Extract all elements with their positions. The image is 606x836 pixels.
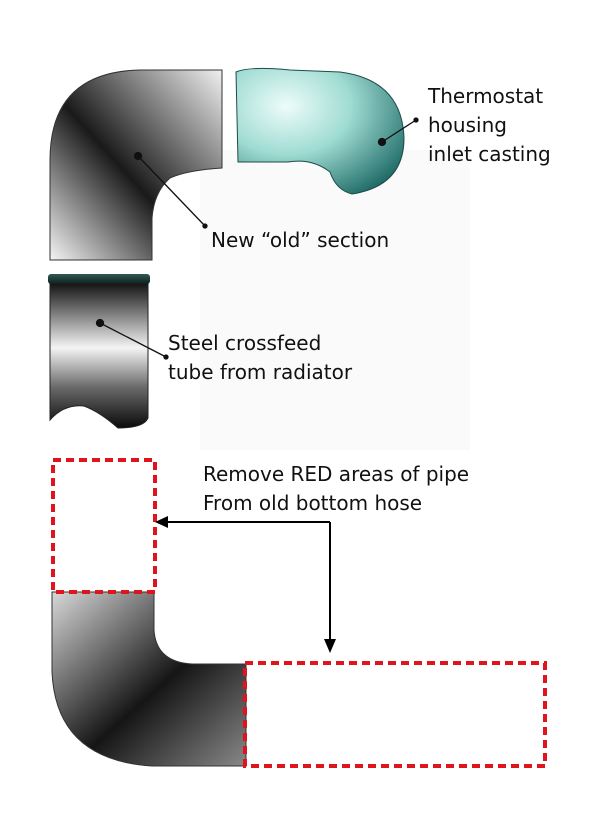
pointer-arrows xyxy=(166,521,331,640)
new-old-section-elbow xyxy=(49,69,223,261)
tube-end-lip xyxy=(48,274,150,284)
instruction-line2: From old bottom hose xyxy=(203,491,422,515)
thermostat-label-line2: housing xyxy=(428,113,507,137)
thermostat-label-line1: Thermostat xyxy=(427,84,543,108)
remove-area-right xyxy=(243,661,547,768)
steel-tube-label-line2: tube from radiator xyxy=(168,360,353,384)
instruction-line1: Remove RED areas of pipe xyxy=(203,462,469,486)
steel-tube-label-line1: Steel crossfeed xyxy=(168,331,321,355)
background-artifact xyxy=(200,150,470,450)
thermostat-label-line3: inlet casting xyxy=(428,142,551,166)
leader-lines xyxy=(95,117,419,360)
thermostat-housing-casting xyxy=(235,67,405,195)
new-old-section-label: New “old” section xyxy=(211,228,389,252)
steel-crossfeed-tube xyxy=(49,281,149,429)
remove-area-top xyxy=(51,458,157,594)
old-bottom-hose-elbow xyxy=(51,591,247,767)
arrowhead-down xyxy=(324,639,336,653)
arrowhead-left xyxy=(155,516,168,528)
